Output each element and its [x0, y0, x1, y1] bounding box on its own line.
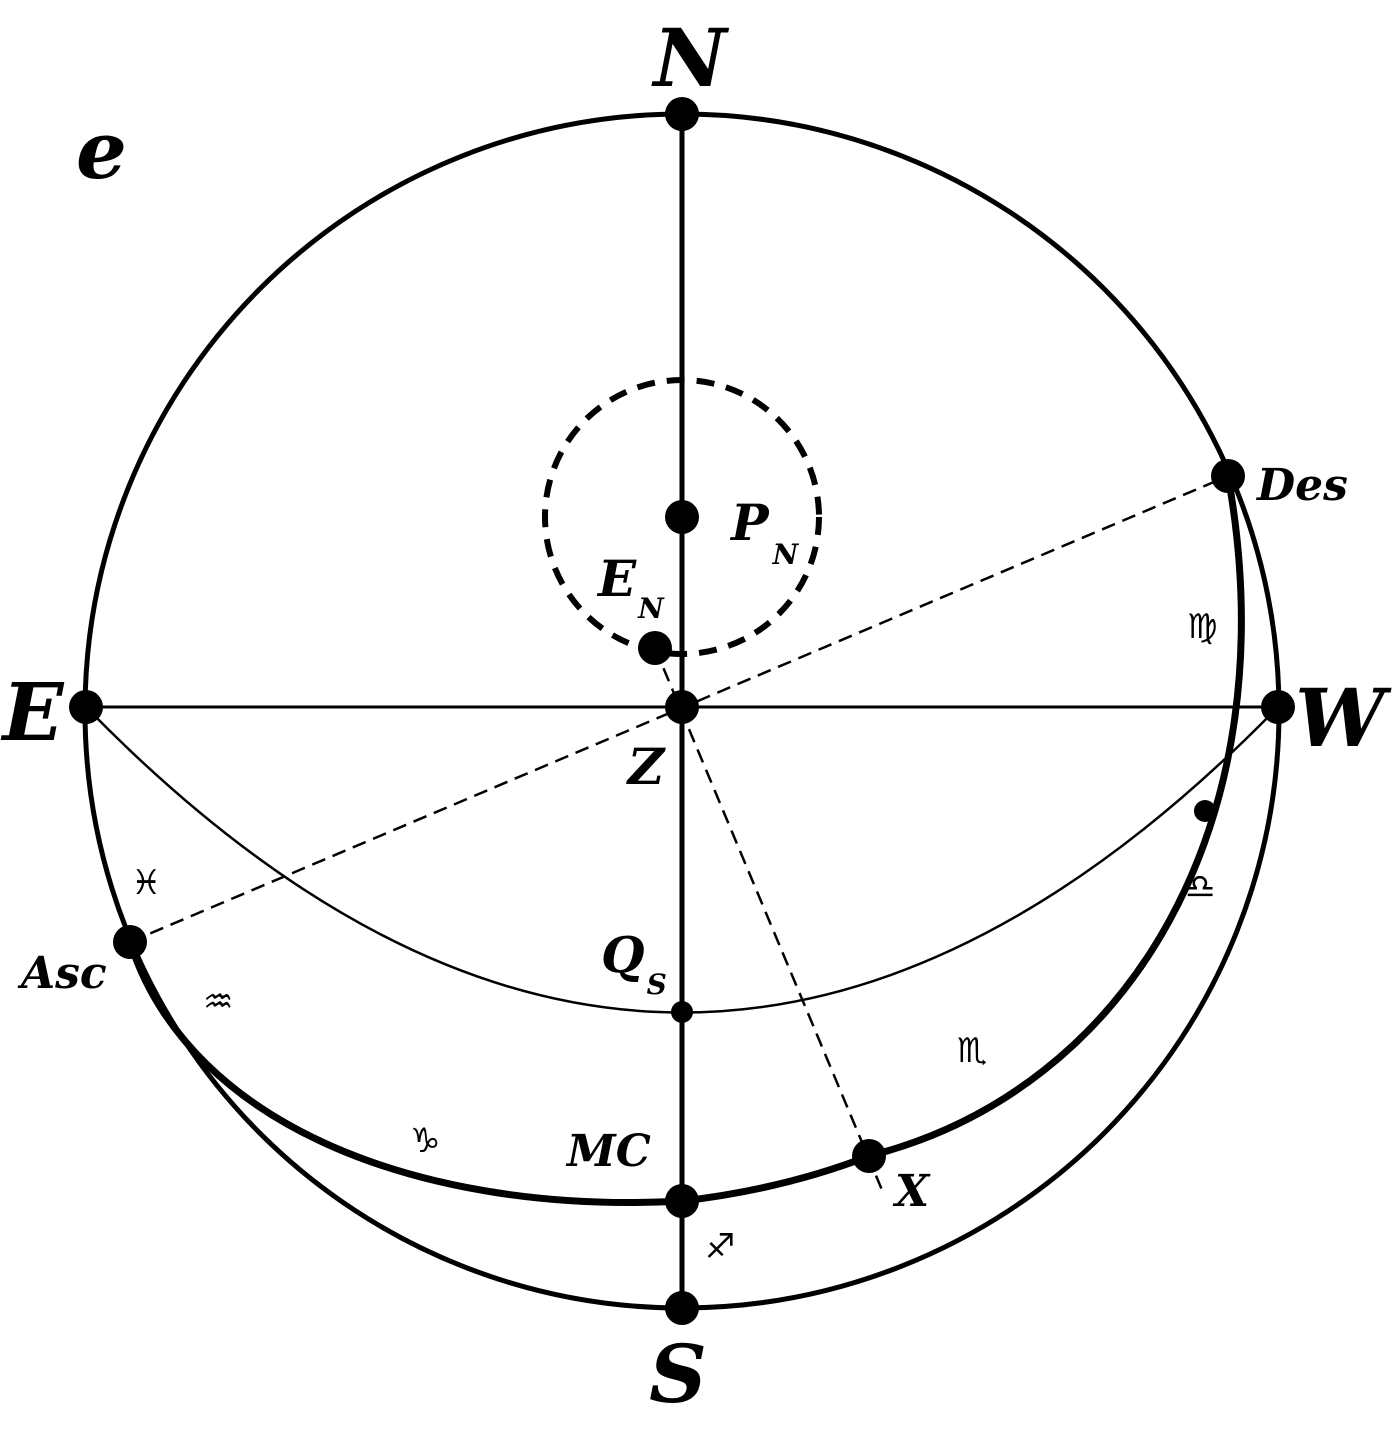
east-label: E [1, 665, 65, 759]
pole-north-label-sub: N [772, 538, 800, 571]
capricorn-glyph: ♑ [410, 1121, 440, 1161]
ecliptic-pole-label: EN [596, 549, 665, 625]
pole-north-label-main: P [729, 493, 770, 552]
x-point [852, 1139, 886, 1173]
q-south-label: QS [601, 925, 667, 1001]
ascendant-point [113, 925, 147, 959]
sagittarius-glyph: ♐ [705, 1227, 735, 1267]
descendant-point [1211, 459, 1245, 493]
aquarius-glyph: ♒ [203, 982, 233, 1022]
south-label: S [649, 1327, 707, 1421]
pole-north-point [665, 500, 699, 534]
pole-north-label: PN [729, 493, 800, 571]
q-south-label-sub: S [647, 968, 667, 1001]
pisces-glyph: ♓ [131, 863, 161, 903]
east-point [69, 690, 103, 724]
libra-glyph: ♎ [1185, 867, 1215, 907]
scorpio-glyph: ♏ [957, 1031, 987, 1071]
midheaven-label: MC [565, 1126, 651, 1177]
ecliptic-arc [126, 475, 1245, 1206]
west-point [1261, 690, 1295, 724]
ecliptic-pole-label-sub: N [637, 592, 665, 625]
north-point [665, 97, 699, 131]
panel-letter: e [76, 103, 127, 197]
ecliptic-equator-crossing-point [1194, 800, 1216, 822]
ecliptic-pole-point [638, 631, 672, 665]
zenith-point [665, 690, 699, 724]
south-point [665, 1291, 699, 1325]
q-south-label-main: Q [601, 925, 645, 984]
q-south-point [671, 1001, 693, 1023]
north-label: N [650, 11, 729, 105]
x-label: X [892, 1166, 931, 1217]
polar-circle-dashed [542, 377, 822, 657]
midheaven-point [665, 1184, 699, 1218]
zenith-label: Z [626, 737, 667, 796]
ascendant-label: Asc [17, 948, 107, 999]
west-label: W [1295, 671, 1392, 765]
en-x-dashed-line [653, 647, 884, 1191]
ecliptic-pole-label-main: E [596, 549, 637, 608]
virgo-glyph: ♍ [1187, 607, 1217, 647]
descendant-label: Des [1255, 460, 1348, 511]
